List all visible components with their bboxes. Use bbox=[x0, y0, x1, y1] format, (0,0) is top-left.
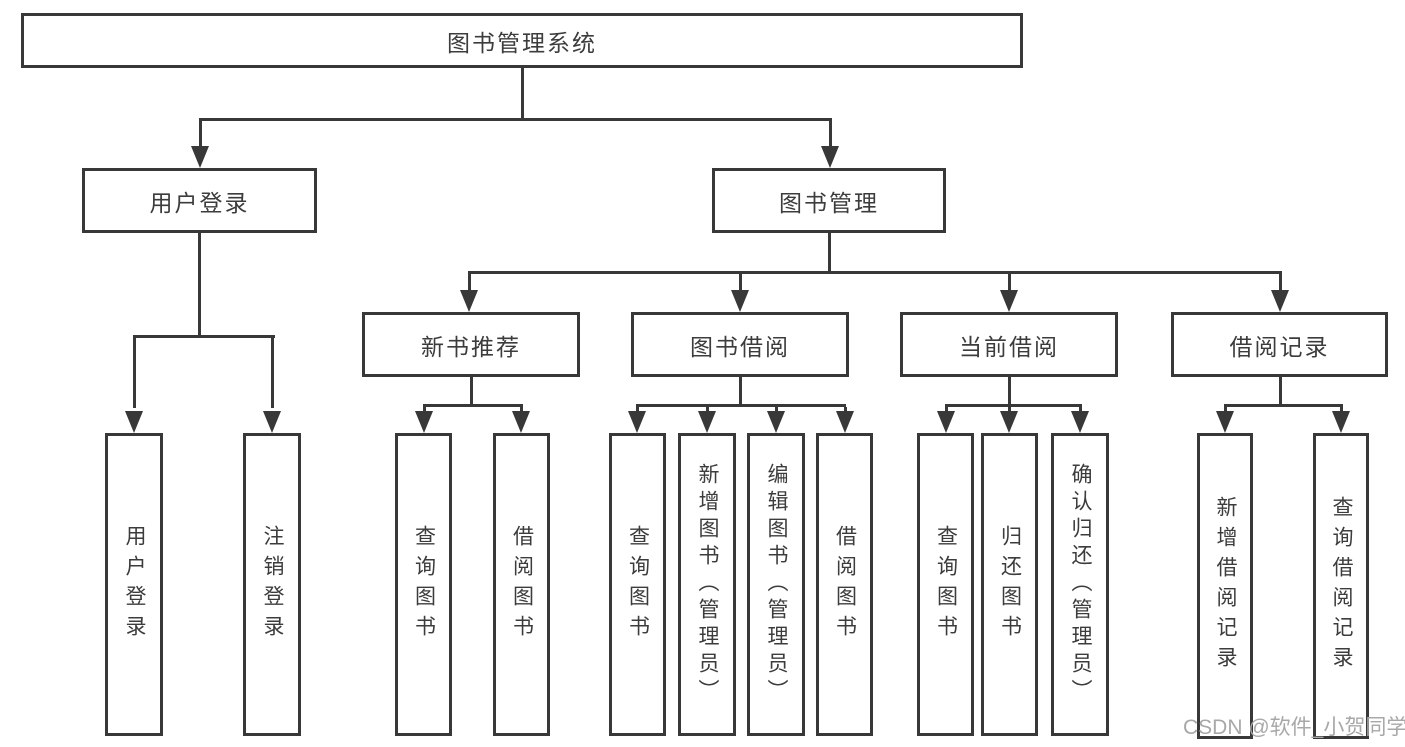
node-label: 用户登录 bbox=[149, 189, 250, 216]
arrowhead bbox=[191, 146, 209, 168]
connector-stem bbox=[199, 121, 202, 147]
connector-stem bbox=[271, 338, 274, 408]
connector-stem bbox=[636, 407, 639, 413]
csdn-watermark: CSDN @软件_小贺同学 bbox=[1183, 716, 1405, 739]
node-label: 查询借阅记录 bbox=[1330, 496, 1353, 676]
arrowhead bbox=[731, 290, 749, 312]
leaf-search-books-recommend: 查询图书 bbox=[395, 433, 452, 736]
node-label: 新增借阅记录 bbox=[1214, 496, 1237, 676]
leaf-edit-book-admin: 编辑图书（管理员） bbox=[747, 433, 805, 736]
leaf-search-borrow-record: 查询借阅记录 bbox=[1313, 433, 1369, 739]
arrowhead bbox=[1071, 411, 1089, 433]
leaf-add-borrow-record: 新增借阅记录 bbox=[1197, 433, 1253, 739]
node-label: 图书借阅 bbox=[690, 333, 790, 360]
arrowhead bbox=[628, 411, 646, 433]
node-label: 借阅记录 bbox=[1229, 333, 1330, 360]
arrowhead bbox=[1332, 411, 1350, 433]
connector-stem bbox=[1224, 407, 1227, 413]
node-label: 注销登录 bbox=[261, 524, 284, 645]
connector-stem bbox=[1008, 377, 1011, 406]
connector-level2-splitter bbox=[199, 118, 832, 121]
node-book-borrowing: 图书借阅 bbox=[631, 312, 849, 377]
connector-splitter bbox=[423, 404, 523, 407]
arrowhead bbox=[1000, 290, 1018, 312]
connector-stem bbox=[1008, 274, 1011, 292]
arrowhead bbox=[512, 411, 530, 433]
connector-stem bbox=[1008, 407, 1011, 413]
node-label: 图书管理系统 bbox=[447, 29, 597, 56]
node-user-login: 用户登录 bbox=[82, 168, 317, 233]
node-label: 新增图书（管理员） bbox=[696, 463, 719, 706]
arrowhead bbox=[1000, 411, 1018, 433]
arrowhead bbox=[415, 411, 433, 433]
connector-splitter bbox=[1224, 404, 1343, 407]
node-label: 图书管理 bbox=[779, 189, 879, 216]
connector-stem bbox=[829, 121, 832, 147]
leaf-return-books: 归还图书 bbox=[981, 433, 1038, 736]
node-label: 用户登录 bbox=[123, 524, 146, 645]
connector-splitter bbox=[133, 335, 275, 338]
node-label: 当前借阅 bbox=[959, 333, 1059, 360]
node-book-management: 图书管理 bbox=[712, 168, 946, 233]
connector-splitter bbox=[945, 404, 1082, 407]
connector-stem bbox=[706, 407, 709, 413]
node-label: 确认归还（管理员） bbox=[1069, 463, 1092, 706]
connector-stem bbox=[520, 407, 523, 413]
connector-stem bbox=[828, 233, 831, 273]
connector-stem bbox=[423, 407, 426, 413]
connector-stem bbox=[470, 377, 473, 406]
leaf-confirm-return-admin: 确认归还（管理员） bbox=[1051, 433, 1109, 736]
connector-stem bbox=[133, 338, 136, 408]
arrowhead bbox=[1271, 290, 1289, 312]
arrowhead bbox=[125, 411, 143, 433]
node-label: 查询图书 bbox=[412, 524, 436, 645]
connector-stem bbox=[1079, 407, 1082, 413]
node-label: 借阅图书 bbox=[510, 524, 534, 645]
leaf-search-books-borrowing: 查询图书 bbox=[609, 433, 666, 736]
node-borrowing-records: 借阅记录 bbox=[1171, 312, 1388, 377]
leaf-borrow-books-recommend: 借阅图书 bbox=[493, 433, 550, 736]
leaf-borrow-books: 借阅图书 bbox=[816, 433, 873, 736]
node-new-book-recommendation: 新书推荐 bbox=[362, 312, 580, 377]
node-label: 查询图书 bbox=[626, 524, 650, 645]
connector-stem bbox=[1279, 377, 1282, 406]
node-label: 编辑图书（管理员） bbox=[765, 463, 788, 706]
connector-stem bbox=[739, 274, 742, 292]
connector-stem bbox=[1279, 274, 1282, 292]
connector-root-trunk bbox=[521, 68, 524, 120]
leaf-add-book-admin: 新增图书（管理员） bbox=[678, 433, 736, 736]
connector-stem bbox=[945, 407, 948, 413]
arrowhead bbox=[698, 411, 716, 433]
arrowhead bbox=[1216, 411, 1234, 433]
connector-stem bbox=[739, 377, 742, 406]
connector-splitter bbox=[636, 404, 846, 407]
node-label: 借阅图书 bbox=[833, 524, 857, 645]
node-current-borrowing: 当前借阅 bbox=[900, 312, 1118, 377]
arrowhead bbox=[460, 290, 478, 312]
connector-stem bbox=[198, 233, 201, 337]
arrowhead bbox=[767, 411, 785, 433]
arrowhead bbox=[937, 411, 955, 433]
node-label: 归还图书 bbox=[998, 524, 1022, 645]
arrowhead bbox=[263, 411, 281, 433]
connector-stem bbox=[1340, 407, 1343, 413]
arrowhead bbox=[836, 411, 854, 433]
leaf-search-books-current: 查询图书 bbox=[917, 433, 974, 736]
leaf-logout: 注销登录 bbox=[243, 433, 301, 736]
arrowhead bbox=[821, 146, 839, 168]
connector-stem bbox=[468, 274, 471, 292]
connector-stem bbox=[844, 407, 847, 413]
node-label: 查询图书 bbox=[934, 524, 958, 645]
connector-level3-splitter bbox=[468, 271, 1282, 274]
leaf-user-login: 用户登录 bbox=[105, 433, 163, 736]
node-book-management-system: 图书管理系统 bbox=[21, 13, 1023, 68]
node-label: 新书推荐 bbox=[421, 333, 521, 360]
connector-stem bbox=[775, 407, 778, 413]
